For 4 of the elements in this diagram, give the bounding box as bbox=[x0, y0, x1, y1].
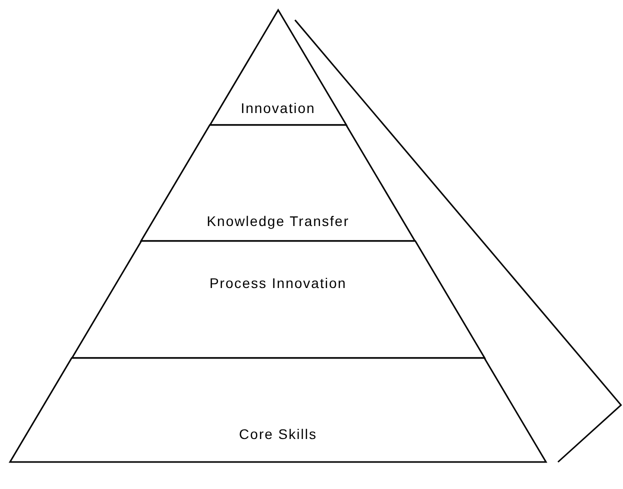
layer-label: Core Skills bbox=[238, 426, 318, 442]
layer-label: Process Innovation bbox=[208, 275, 348, 291]
layer-label: Innovation bbox=[240, 100, 316, 116]
layer-label: Knowledge Transfer bbox=[206, 213, 350, 229]
